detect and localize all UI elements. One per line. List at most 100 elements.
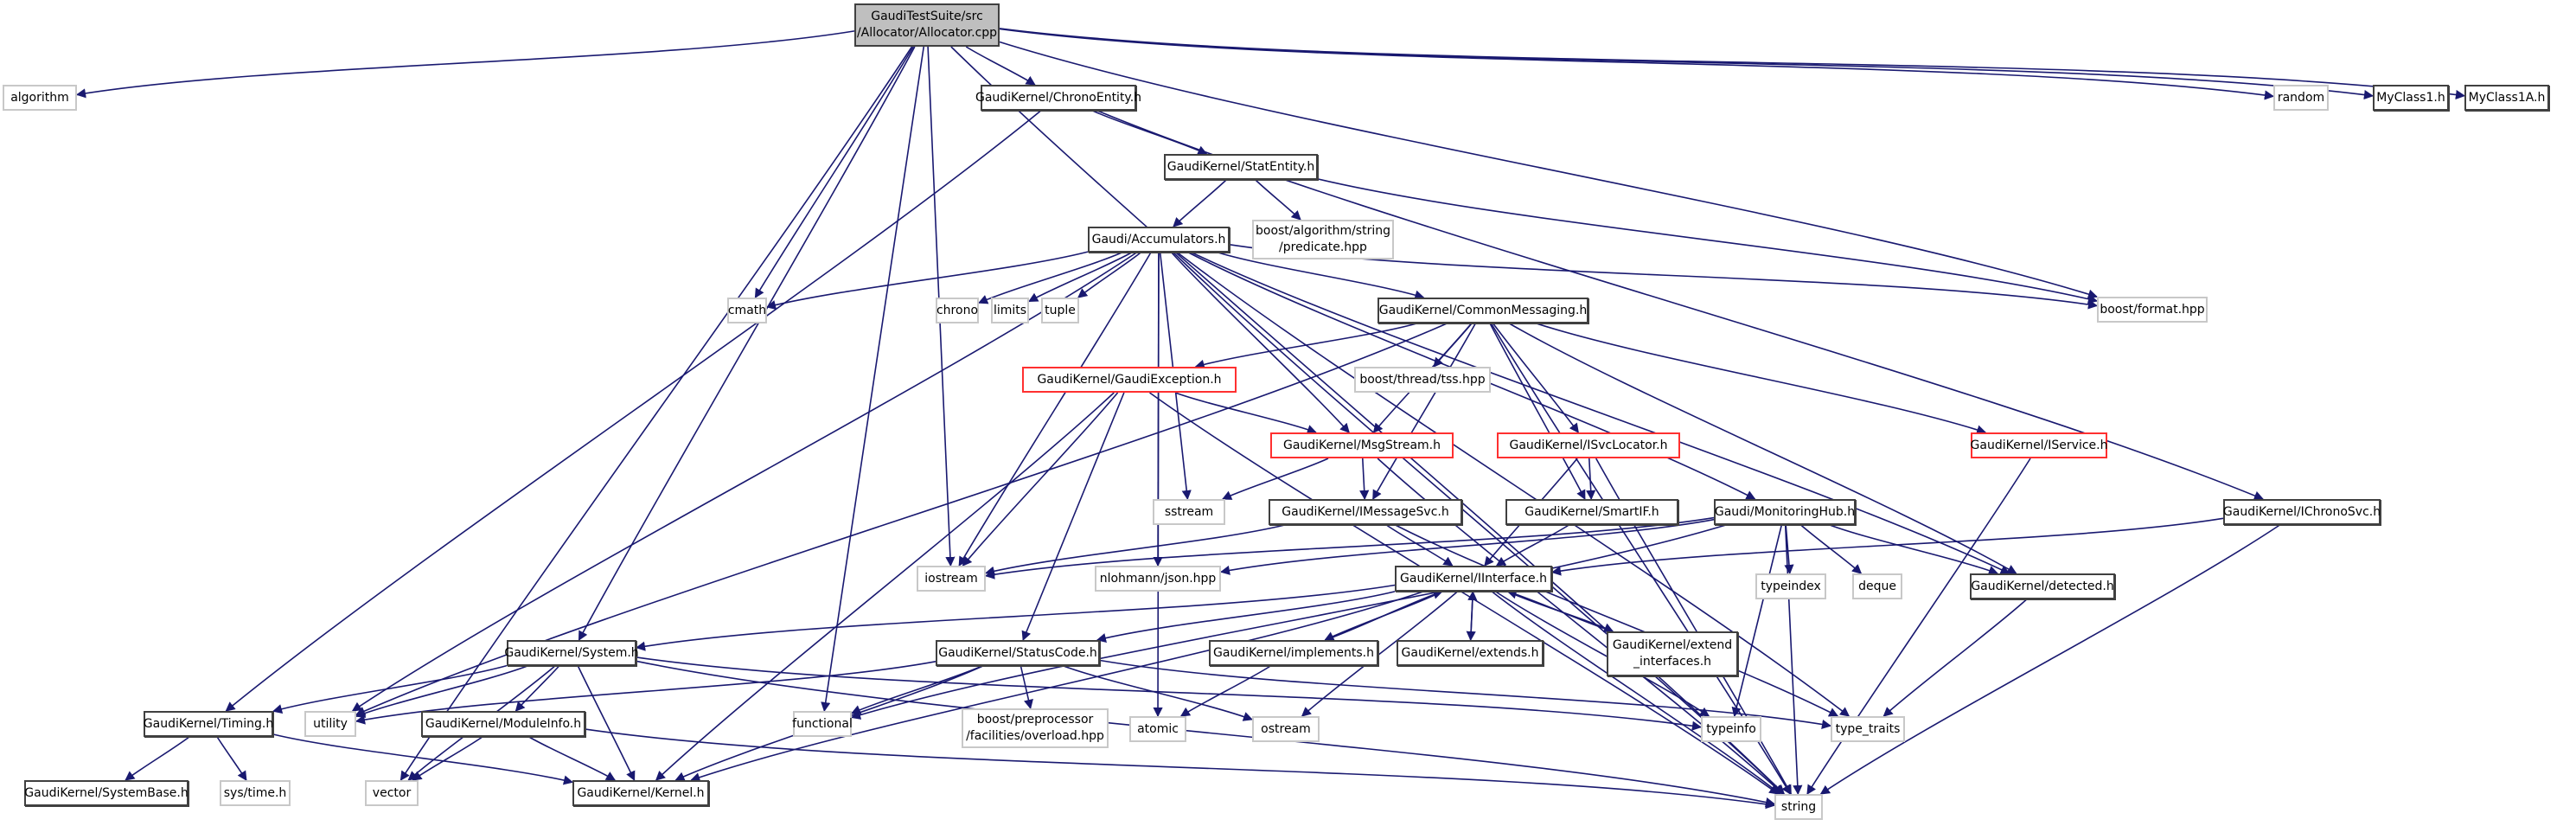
- edge-moduleinfo-to-vector: [412, 736, 483, 781]
- graph-node-typeindex[interactable]: typeindex: [1755, 573, 1826, 599]
- graph-node-predicate[interactable]: boost/algorithm/string /predicate.hpp: [1252, 220, 1394, 259]
- graph-node-algorithm[interactable]: algorithm: [3, 85, 77, 111]
- graph-node-moduleinfo[interactable]: GaudiKernel/ModuleInfo.h: [421, 711, 585, 737]
- graph-node-iservice[interactable]: GaudiKernel/IService.h: [1971, 432, 2108, 458]
- edge-accumulators-to-cmath: [765, 251, 1089, 311]
- edge-system-to-moduleinfo: [515, 665, 560, 712]
- edge-commonmessaging-to-imessagesvc: [1372, 323, 1476, 500]
- edge-extendinterfaces-to-iinterface: [1506, 589, 1614, 632]
- graph-node-atomic[interactable]: atomic: [1129, 716, 1186, 742]
- edge-accumulators-to-tuple: [1077, 252, 1141, 298]
- graph-node-extendinterfaces[interactable]: GaudiKernel/extend _interfaces.h: [1607, 631, 1738, 676]
- graph-node-typeinfo[interactable]: typeinfo: [1701, 716, 1761, 742]
- edge-accumulators-to-limits: [1028, 252, 1132, 303]
- edge-gaudiexception-to-iostream: [962, 392, 1119, 567]
- graph-node-timing[interactable]: GaudiKernel/Timing.h: [144, 711, 273, 737]
- graph-node-system[interactable]: GaudiKernel/System.h: [504, 640, 639, 666]
- edge-iinterface-to-ostream: [1301, 591, 1458, 717]
- graph-node-msgstream[interactable]: GaudiKernel/MsgStream.h: [1270, 432, 1454, 458]
- graph-node-iinterface[interactable]: GaudiKernel/IInterface.h: [1395, 566, 1552, 592]
- edge-implements-to-atomic: [1179, 665, 1271, 717]
- edge-root-to-algorithm: [75, 30, 855, 99]
- graph-node-functional[interactable]: functional: [792, 711, 853, 737]
- edge-iinterface-to-typeinfo: [1495, 591, 1710, 717]
- edge-monitoringhub-to-json: [1219, 518, 1715, 575]
- edge-gaudiexception-to-kernel: [655, 392, 1115, 781]
- edge-system-to-typeinfo: [636, 656, 1703, 731]
- graph-node-statentity[interactable]: GaudiKernel/StatEntity.h: [1164, 154, 1318, 180]
- edge-root-to-string: [950, 46, 1786, 795]
- edge-statuscode-to-overload: [1020, 665, 1033, 710]
- graph-node-isvclocator[interactable]: GaudiKernel/ISvcLocator.h: [1497, 432, 1680, 458]
- edge-commonmessaging-to-iservice: [1536, 323, 1987, 435]
- graph-node-iostream[interactable]: iostream: [917, 566, 986, 592]
- graph-node-chrono[interactable]: chrono: [936, 298, 979, 323]
- edge-system-to-kernel: [577, 665, 636, 782]
- graph-node-statuscode[interactable]: GaudiKernel/StatusCode.h: [936, 640, 1100, 666]
- edge-imessagesvc-to-typetraits: [1395, 524, 1839, 717]
- edge-iservice-to-string: [1806, 458, 2031, 795]
- graph-node-chronoentity[interactable]: GaudiKernel/ChronoEntity.h: [975, 85, 1141, 111]
- edge-ichronosvc-to-string: [1819, 524, 2280, 795]
- edge-root-to-myclass1a: [999, 28, 2466, 100]
- edge-monitoringhub-to-iostream: [984, 516, 1715, 579]
- graph-node-typetraits[interactable]: type_traits: [1831, 716, 1905, 742]
- edge-moduleinfo-to-string: [585, 728, 1776, 810]
- edge-monitoringhub-to-functional: [850, 524, 1727, 720]
- edge-root-to-random: [999, 28, 2275, 100]
- edge-timing-to-systime: [216, 736, 247, 781]
- graph-node-smartif[interactable]: GaudiKernel/SmartIF.h: [1505, 499, 1678, 525]
- edge-root-to-cmath: [754, 46, 914, 298]
- graph-node-ostream[interactable]: ostream: [1252, 716, 1320, 742]
- edge-monitoringhub-to-detected: [1829, 524, 1999, 575]
- graph-node-sstream[interactable]: sstream: [1153, 499, 1225, 525]
- edge-system-to-timing: [272, 664, 508, 714]
- graph-node-utility[interactable]: utility: [304, 711, 356, 737]
- graph-node-tuple[interactable]: tuple: [1041, 298, 1079, 323]
- graph-node-monitoringhub[interactable]: Gaudi/MonitoringHub.h: [1714, 499, 1856, 525]
- graph-node-gaudiexception[interactable]: GaudiKernel/GaudiException.h: [1022, 367, 1237, 393]
- edge-accumulators-to-msgstream: [1171, 252, 1350, 433]
- edge-commonmessaging-to-utility: [355, 323, 1448, 716]
- graph-node-root[interactable]: GaudiTestSuite/src /Allocator/Allocator.…: [854, 3, 1000, 47]
- graph-node-tss[interactable]: boost/thread/tss.hpp: [1354, 367, 1491, 393]
- graph-node-implements[interactable]: GaudiKernel/implements.h: [1209, 640, 1378, 666]
- edge-chronoentity-to-statentity: [1092, 110, 1208, 155]
- graph-node-overload[interactable]: boost/preprocessor /facilities/overload.…: [962, 708, 1109, 748]
- edge-accumulators-to-iostream: [958, 252, 1152, 567]
- edge-imessagesvc-to-iostream: [984, 524, 1285, 576]
- edge-statentity-to-accumulators: [1173, 179, 1227, 227]
- graph-node-kernel[interactable]: GaudiKernel/Kernel.h: [572, 780, 709, 806]
- edge-ichronosvc-to-iinterface: [1550, 517, 2224, 576]
- graph-node-vector[interactable]: vector: [365, 780, 419, 806]
- graph-node-limits[interactable]: limits: [991, 298, 1029, 323]
- edge-imessagesvc-to-iinterface: [1385, 524, 1454, 567]
- graph-node-cmath[interactable]: cmath: [727, 298, 767, 323]
- graph-node-systime[interactable]: sys/time.h: [220, 780, 291, 806]
- graph-node-myclass1a[interactable]: MyClass1A.h: [2464, 85, 2549, 111]
- graph-node-imessagesvc[interactable]: GaudiKernel/IMessageSvc.h: [1269, 499, 1462, 525]
- edge-system-to-string: [636, 660, 1776, 807]
- graph-node-json[interactable]: nlohmann/json.hpp: [1095, 566, 1221, 592]
- graph-node-random[interactable]: random: [2273, 85, 2329, 111]
- edge-isvclocator-to-string: [1595, 458, 1792, 795]
- edge-accumulators-to-detected: [1191, 252, 2010, 574]
- edge-accumulators-to-typetraits: [1177, 252, 1851, 717]
- graph-node-deque[interactable]: deque: [1852, 573, 1902, 599]
- edge-timing-to-kernel: [272, 733, 574, 785]
- graph-node-accumulators[interactable]: Gaudi/Accumulators.h: [1088, 227, 1230, 253]
- edge-timing-to-systembase: [125, 736, 190, 781]
- graph-node-extends[interactable]: GaudiKernel/extends.h: [1397, 640, 1544, 666]
- edge-statentity-to-boostformat: [1317, 178, 2099, 304]
- graph-node-myclass1[interactable]: MyClass1.h: [2373, 85, 2449, 111]
- graph-node-detected[interactable]: GaudiKernel/detected.h: [1970, 573, 2115, 599]
- edge-commonmessaging-to-smartif: [1489, 323, 1586, 500]
- graph-node-ichronosvc[interactable]: GaudiKernel/IChronoSvc.h: [2223, 499, 2381, 525]
- graph-node-string[interactable]: string: [1774, 794, 1823, 820]
- graph-node-commonmessaging[interactable]: GaudiKernel/CommonMessaging.h: [1377, 298, 1588, 323]
- edge-extends-to-iinterface: [1467, 590, 1478, 641]
- edge-iinterface-to-statuscode: [1096, 591, 1396, 644]
- graph-node-systembase[interactable]: GaudiKernel/SystemBase.h: [24, 780, 189, 806]
- graph-node-boostformat[interactable]: boost/format.hpp: [2097, 297, 2208, 323]
